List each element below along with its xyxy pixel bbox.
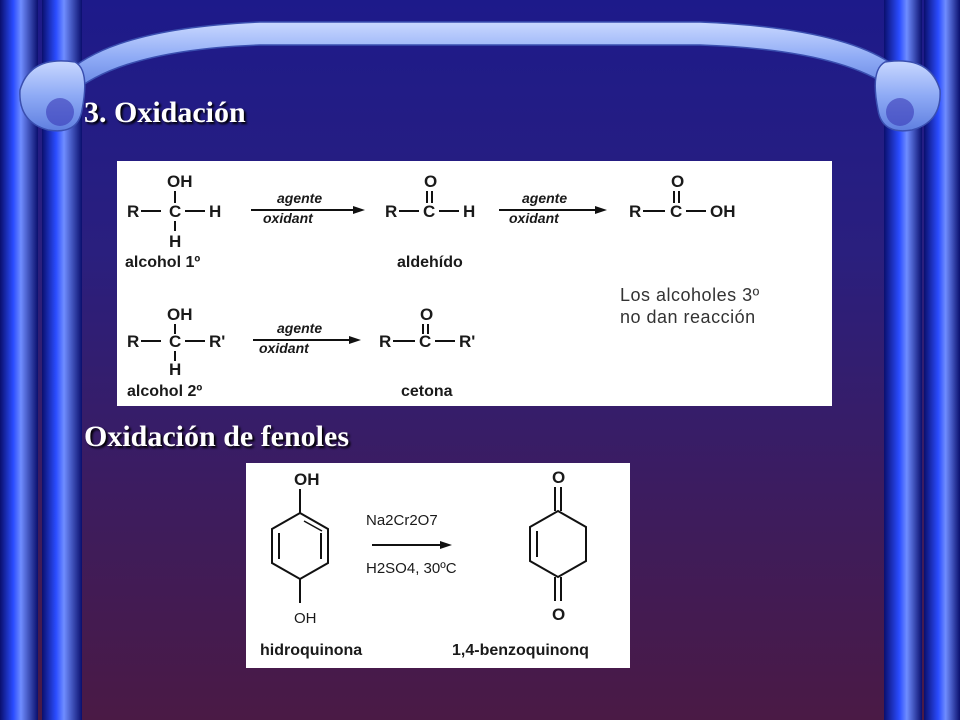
reaction-arrow-3: agente oxidant bbox=[253, 320, 361, 356]
alcohol-oxidation-scheme: OH R C H H alcohol 1º agente oxidant O bbox=[117, 161, 832, 406]
carboxylic-acid-structure: O R C OH bbox=[629, 172, 736, 221]
scroll-banner bbox=[19, 21, 941, 132]
atom-h: H bbox=[463, 202, 475, 221]
atom-oh: OH bbox=[167, 172, 193, 191]
atom-r: R bbox=[127, 202, 139, 221]
reagent-label: Na2Cr2O7 bbox=[366, 512, 438, 529]
atom-r: R bbox=[629, 202, 641, 221]
primary-alcohol-structure: OH R C H H bbox=[127, 172, 221, 251]
reaction-arrow-2: agente oxidant bbox=[499, 190, 607, 226]
phenol-oxidation-scheme: OH OH hidroquinona Na2Cr2O7 H2SO4, 30ºC … bbox=[246, 463, 630, 668]
tertiary-note-line1: Los alcoholes 3º bbox=[620, 285, 760, 305]
ketone-label: cetona bbox=[401, 383, 453, 400]
primary-alcohol-label: alcohol 1º bbox=[125, 254, 200, 271]
atom-o: O bbox=[420, 305, 433, 324]
svg-text:agente: agente bbox=[277, 190, 322, 206]
atom-r: R bbox=[379, 332, 391, 351]
benzoquinone-label: 1,4-benzoquinonq bbox=[452, 642, 589, 659]
atom-o: O bbox=[671, 172, 684, 191]
atom-r: R bbox=[127, 332, 139, 351]
atom-h: H bbox=[169, 360, 181, 379]
reaction-arrow-1: agente oxidant bbox=[251, 190, 365, 226]
atom-r-prime: R' bbox=[209, 332, 225, 351]
atom-r: R bbox=[385, 202, 397, 221]
atom-c: C bbox=[423, 202, 435, 221]
secondary-alcohol-label: alcohol 2º bbox=[127, 383, 202, 400]
atom-h: H bbox=[209, 202, 221, 221]
atom-c: C bbox=[169, 332, 181, 351]
atom-c: C bbox=[670, 202, 682, 221]
atom-oh: OH bbox=[294, 610, 317, 627]
slide-title: 3. Oxidación bbox=[84, 96, 246, 129]
atom-c: C bbox=[419, 332, 431, 351]
hydroquinone-structure: OH OH bbox=[271, 470, 329, 627]
conditions-label: H2SO4, 30ºC bbox=[366, 560, 457, 577]
atom-r-prime: R' bbox=[459, 332, 475, 351]
atom-o: O bbox=[552, 468, 565, 487]
atom-o: O bbox=[552, 605, 565, 624]
atom-h: H bbox=[169, 232, 181, 251]
ketone-structure: O R C R' bbox=[379, 305, 475, 351]
section-heading: Oxidación de fenoles bbox=[84, 420, 350, 453]
atom-oh: OH bbox=[710, 202, 736, 221]
svg-text:agente: agente bbox=[277, 320, 322, 336]
atom-c: C bbox=[169, 202, 181, 221]
aldehyde-structure: O R C H bbox=[385, 172, 475, 221]
svg-text:oxidant: oxidant bbox=[263, 210, 314, 226]
aldehyde-label: aldehído bbox=[397, 254, 463, 271]
benzoquinone-structure: O O bbox=[529, 468, 587, 624]
atom-oh: OH bbox=[294, 470, 320, 489]
svg-text:oxidant: oxidant bbox=[509, 210, 560, 226]
tertiary-note-line2: no dan reacción bbox=[620, 307, 756, 327]
atom-oh: OH bbox=[167, 305, 193, 324]
svg-text:agente: agente bbox=[522, 190, 567, 206]
oxidation-arrow: Na2Cr2O7 H2SO4, 30ºC bbox=[366, 512, 457, 577]
atom-o: O bbox=[424, 172, 437, 191]
hydroquinone-label: hidroquinona bbox=[260, 642, 362, 659]
secondary-alcohol-structure: OH R C R' H bbox=[127, 305, 225, 379]
svg-text:oxidant: oxidant bbox=[259, 340, 310, 356]
